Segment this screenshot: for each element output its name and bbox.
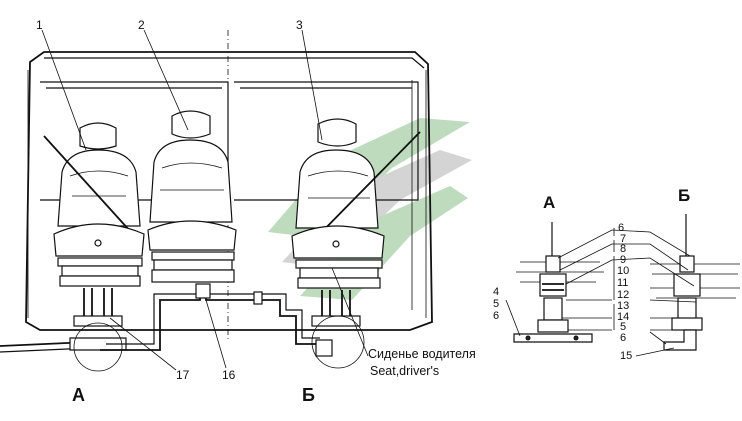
detail-brackets: [557, 228, 697, 357]
callout-8: 8: [620, 243, 627, 255]
callout-5b: 5: [493, 298, 500, 310]
cab-body: [0, 30, 433, 353]
view-label-a-main: А: [72, 385, 85, 405]
view-label-a-detail: А: [543, 193, 556, 212]
callout-5a: 5: [620, 321, 627, 333]
callout-4: 4: [493, 286, 500, 298]
callout-2: 2: [138, 18, 145, 32]
seat-driver: [291, 118, 421, 369]
callout-6a: 6: [618, 222, 625, 234]
callout-7: 7: [620, 233, 627, 245]
caption-ru: Сиденье водителя: [368, 347, 476, 361]
seat-belt-driver: [311, 131, 421, 243]
seat-left: [43, 122, 145, 372]
callout-10: 10: [617, 265, 630, 277]
view-label-b-detail: Б: [678, 186, 691, 205]
callout-13: 13: [617, 300, 630, 312]
callout-3: 3: [296, 18, 303, 32]
callout-11: 11: [617, 277, 629, 289]
headrest-left: [79, 122, 117, 150]
callout-15: 15: [620, 350, 633, 362]
view-label-b-main: Б: [302, 385, 315, 405]
callout-9: 9: [620, 254, 627, 266]
callout-14: 14: [617, 311, 630, 323]
callout-6c: 6: [493, 310, 500, 322]
callout-12: 12: [617, 289, 630, 301]
caption-en: Seat,driver's: [370, 364, 440, 378]
seat-middle: [147, 110, 237, 283]
headrest-driver: [317, 118, 357, 147]
detail-view-a: [505, 222, 604, 343]
callout-1: 1: [36, 18, 43, 32]
seat-belt-left: [43, 135, 141, 243]
callout-6b: 6: [620, 332, 627, 344]
callout-17: 17: [176, 368, 190, 382]
leader-lines: [41, 29, 369, 371]
callout-16: 16: [222, 368, 236, 382]
headrest-middle: [171, 110, 211, 139]
